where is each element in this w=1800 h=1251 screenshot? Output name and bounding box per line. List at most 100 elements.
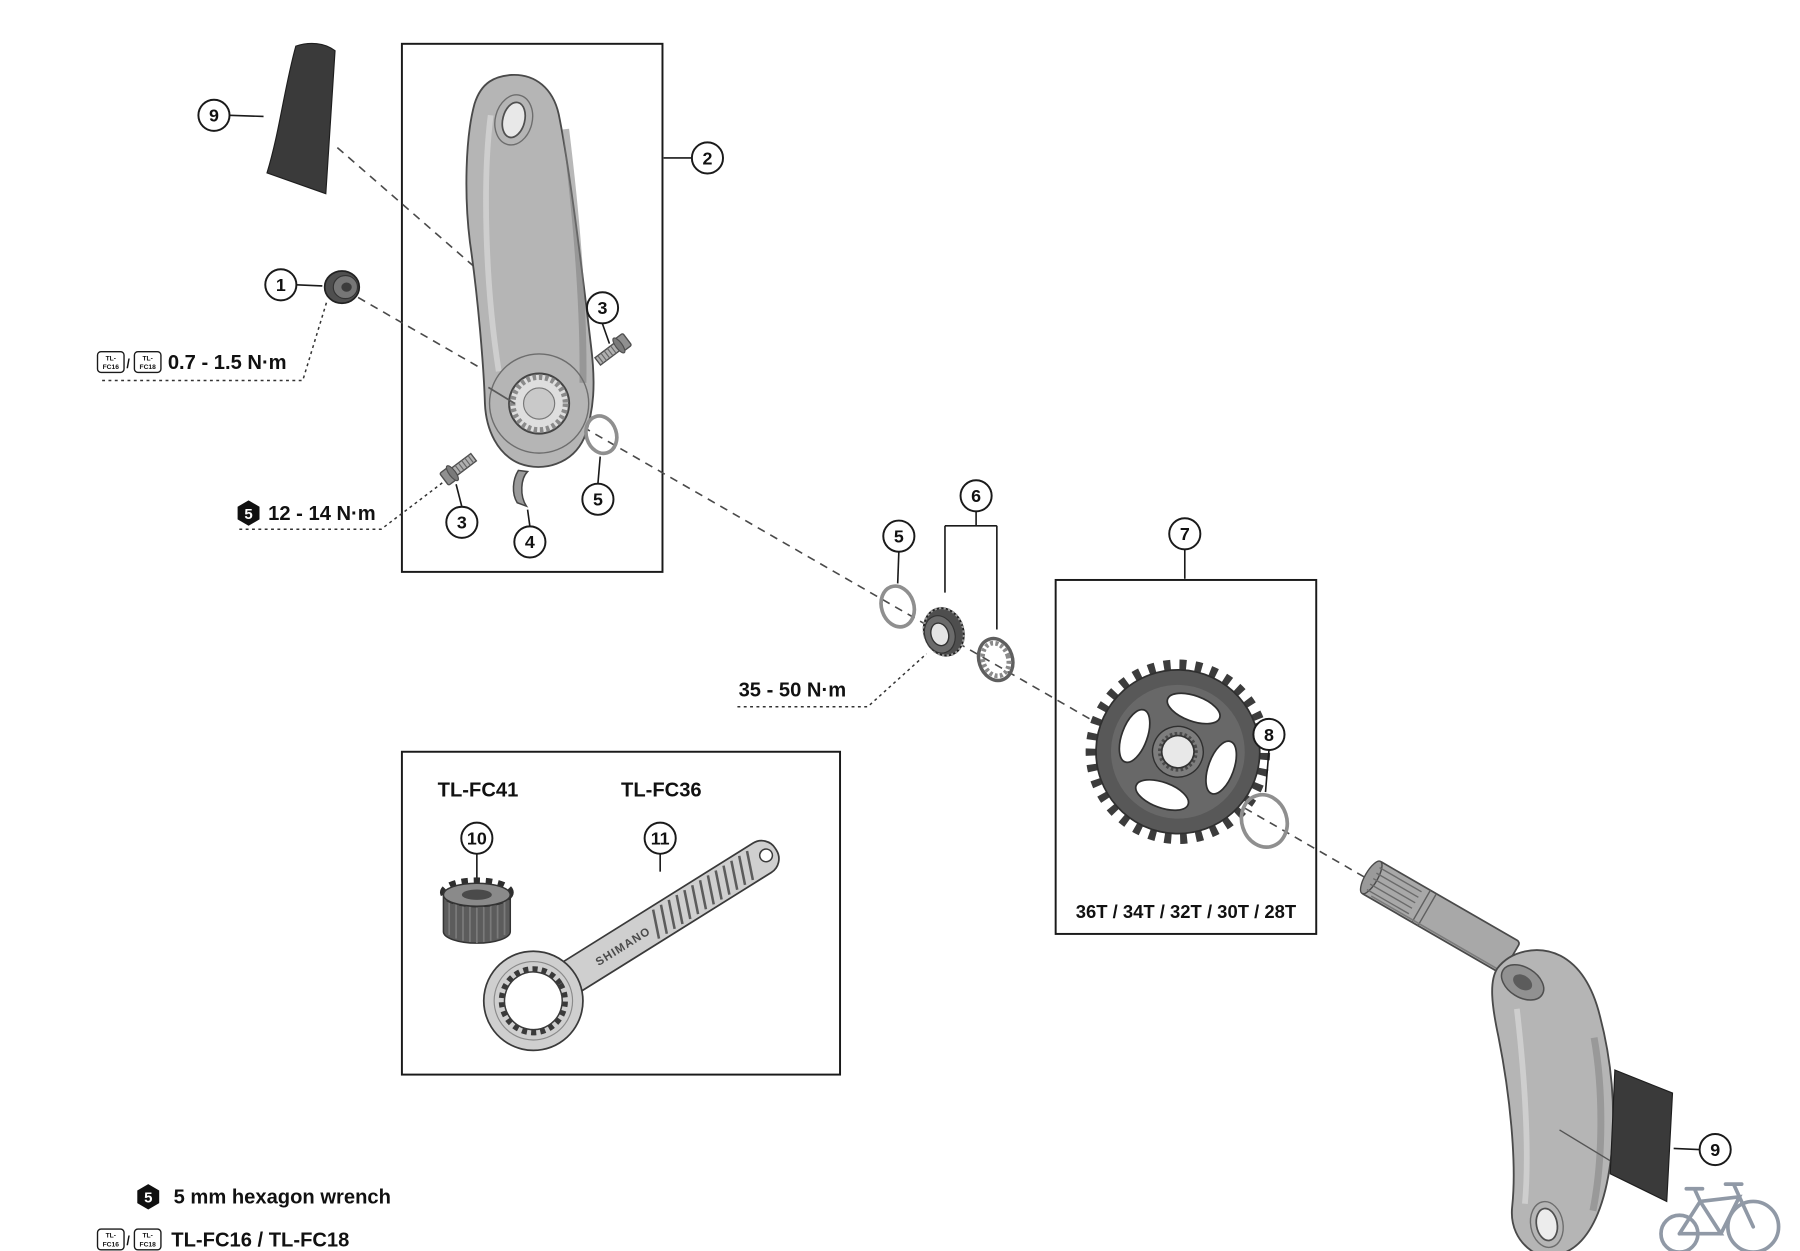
tool-fc36-label: TL-FC36 [621, 780, 702, 802]
cap-torque-label: TL- FC16 / TL- FC18 0.7 - 1.5 N·m [96, 350, 287, 374]
callout-9-top: 9 [197, 98, 264, 132]
bike-frame-icon [1677, 1182, 1756, 1236]
assembly-axis [336, 146, 1376, 884]
callout-4: 4 [513, 509, 547, 559]
callout-1-leader [296, 283, 323, 287]
callout-1-number: 1 [276, 275, 286, 295]
callout-10-number: 10 [467, 829, 487, 849]
tl-fc16-icon-text1: TL- [106, 355, 116, 362]
callout-11-number: 11 [651, 829, 670, 849]
hex-badge-number: 5 [244, 506, 252, 523]
callout-9-top-number: 9 [209, 106, 219, 126]
callout-6: 6 [944, 479, 998, 630]
crank-cover-plate-top [266, 42, 336, 195]
callout-6-circle [959, 479, 993, 513]
chainring-cutout [1134, 778, 1190, 812]
tool-fc41-label: TL-FC41 [438, 780, 519, 802]
sticker-placement-line-top [336, 146, 516, 303]
legend-icon-separator: / [126, 1234, 130, 1248]
lock-washer [976, 636, 1015, 683]
brand-bike-logo [1659, 1182, 1781, 1251]
wrench-tool: SHIMANO [482, 839, 780, 1052]
chainring-cutout [1118, 708, 1151, 764]
tl-fc16-icon-text2: FC16 [103, 364, 120, 371]
callout-9-bottom-number: 9 [1710, 1140, 1720, 1160]
cap-torque-value: 0.7 - 1.5 N·m [168, 352, 287, 374]
spline-teeth [509, 374, 569, 433]
legend-hex-badge-number: 5 [144, 1190, 152, 1207]
callout-3-upper-circle [585, 291, 620, 325]
callout-9-bottom: 9 [1673, 1132, 1732, 1167]
hub-spline-teeth [1157, 731, 1198, 772]
callout-8-circle [1252, 717, 1286, 752]
callout-5-middle: 5 [882, 519, 916, 584]
callout-10-circle [460, 821, 494, 855]
spindle-junction-bore [1513, 974, 1533, 991]
right-pedal-hole [1535, 1207, 1559, 1242]
callout-7-number: 7 [1180, 524, 1190, 544]
callout-8-leader [1264, 749, 1270, 793]
callout-5-middle-number: 5 [894, 526, 904, 546]
pinch-slit [487, 386, 516, 405]
callout-9-top-circle [197, 98, 231, 132]
legend: 5 5 mm hexagon wrench TL- FC16 / TL- FC1… [96, 1184, 391, 1251]
cap-torque-pointer [102, 300, 328, 382]
legend-tools-text: TL-FC16 / TL-FC18 [171, 1229, 349, 1251]
callout-5-left-circle [581, 482, 615, 516]
hub-bore [1160, 734, 1195, 769]
lockring-torque-value: 35 - 50 N·m [739, 679, 847, 701]
lockring-tool [439, 877, 514, 944]
callout-2-circle [690, 141, 724, 175]
arm-highlight [483, 114, 502, 372]
pinch-bolt-upper [593, 333, 632, 367]
callout-9-top-leader [229, 114, 264, 118]
pinch-bolt-lower [439, 452, 478, 486]
tl-fc16-icon [96, 350, 125, 374]
callout-5-left-leader [597, 456, 602, 484]
callout-4-number: 4 [525, 532, 535, 552]
legend-tl-fc16-icon [96, 1228, 125, 1251]
callout-1-circle [264, 268, 298, 302]
callout-9-bottom-leader [1673, 1147, 1700, 1151]
pedal-eye-ring [494, 94, 534, 146]
arm-shadow [562, 128, 587, 383]
callout-11: 11 [643, 821, 677, 872]
callout-3-upper-number: 3 [598, 298, 608, 318]
bore-center [522, 387, 556, 420]
callout-5-left-number: 5 [593, 490, 603, 510]
hex-wrench-badge-icon [237, 500, 260, 526]
callout-1: 1 [264, 268, 323, 302]
callout-3-lower: 3 [445, 484, 479, 539]
callout-3-upper: 3 [585, 291, 620, 344]
legend-hex-badge-icon [137, 1184, 160, 1210]
o-ring-middle [879, 584, 917, 629]
callout-11-circle [643, 821, 677, 855]
callout-2: 2 [663, 141, 724, 175]
callout-9-bottom-circle [1698, 1132, 1732, 1167]
tl-fc18-icon-text2: FC18 [140, 364, 157, 371]
callout-5-left: 5 [581, 456, 615, 516]
legend-tl-fc18-text1: TL- [142, 1233, 152, 1240]
callout-4-leader [526, 509, 531, 527]
safety-plate-clip [512, 469, 530, 508]
legend-tl-fc18-text2: FC18 [140, 1241, 157, 1248]
right-pedal-eye-ring [1529, 1200, 1564, 1249]
chainring-cutout [1166, 692, 1221, 725]
callout-7: 7 [1168, 517, 1202, 579]
bike-front-wheel-icon [1726, 1199, 1781, 1251]
right-crank-arm-body [1491, 949, 1615, 1251]
callout-2-number: 2 [702, 148, 712, 168]
chainring [1085, 659, 1271, 844]
tl-fc18-icon [133, 350, 162, 374]
bolt-torque-value: 12 - 14 N·m [268, 503, 376, 525]
legend-hex-wrench-text: 5 mm hexagon wrench [174, 1187, 391, 1209]
boss-edge [488, 353, 590, 454]
callout-8: 8 [1252, 717, 1286, 793]
sticker-placement-line-bottom [1559, 1129, 1613, 1163]
cap-center [341, 282, 352, 292]
callout-3-lower-leader [455, 484, 463, 507]
right-crank-arm [1491, 949, 1615, 1251]
callout-3-upper-leader [601, 323, 611, 344]
callout-10: 10 [460, 821, 494, 880]
